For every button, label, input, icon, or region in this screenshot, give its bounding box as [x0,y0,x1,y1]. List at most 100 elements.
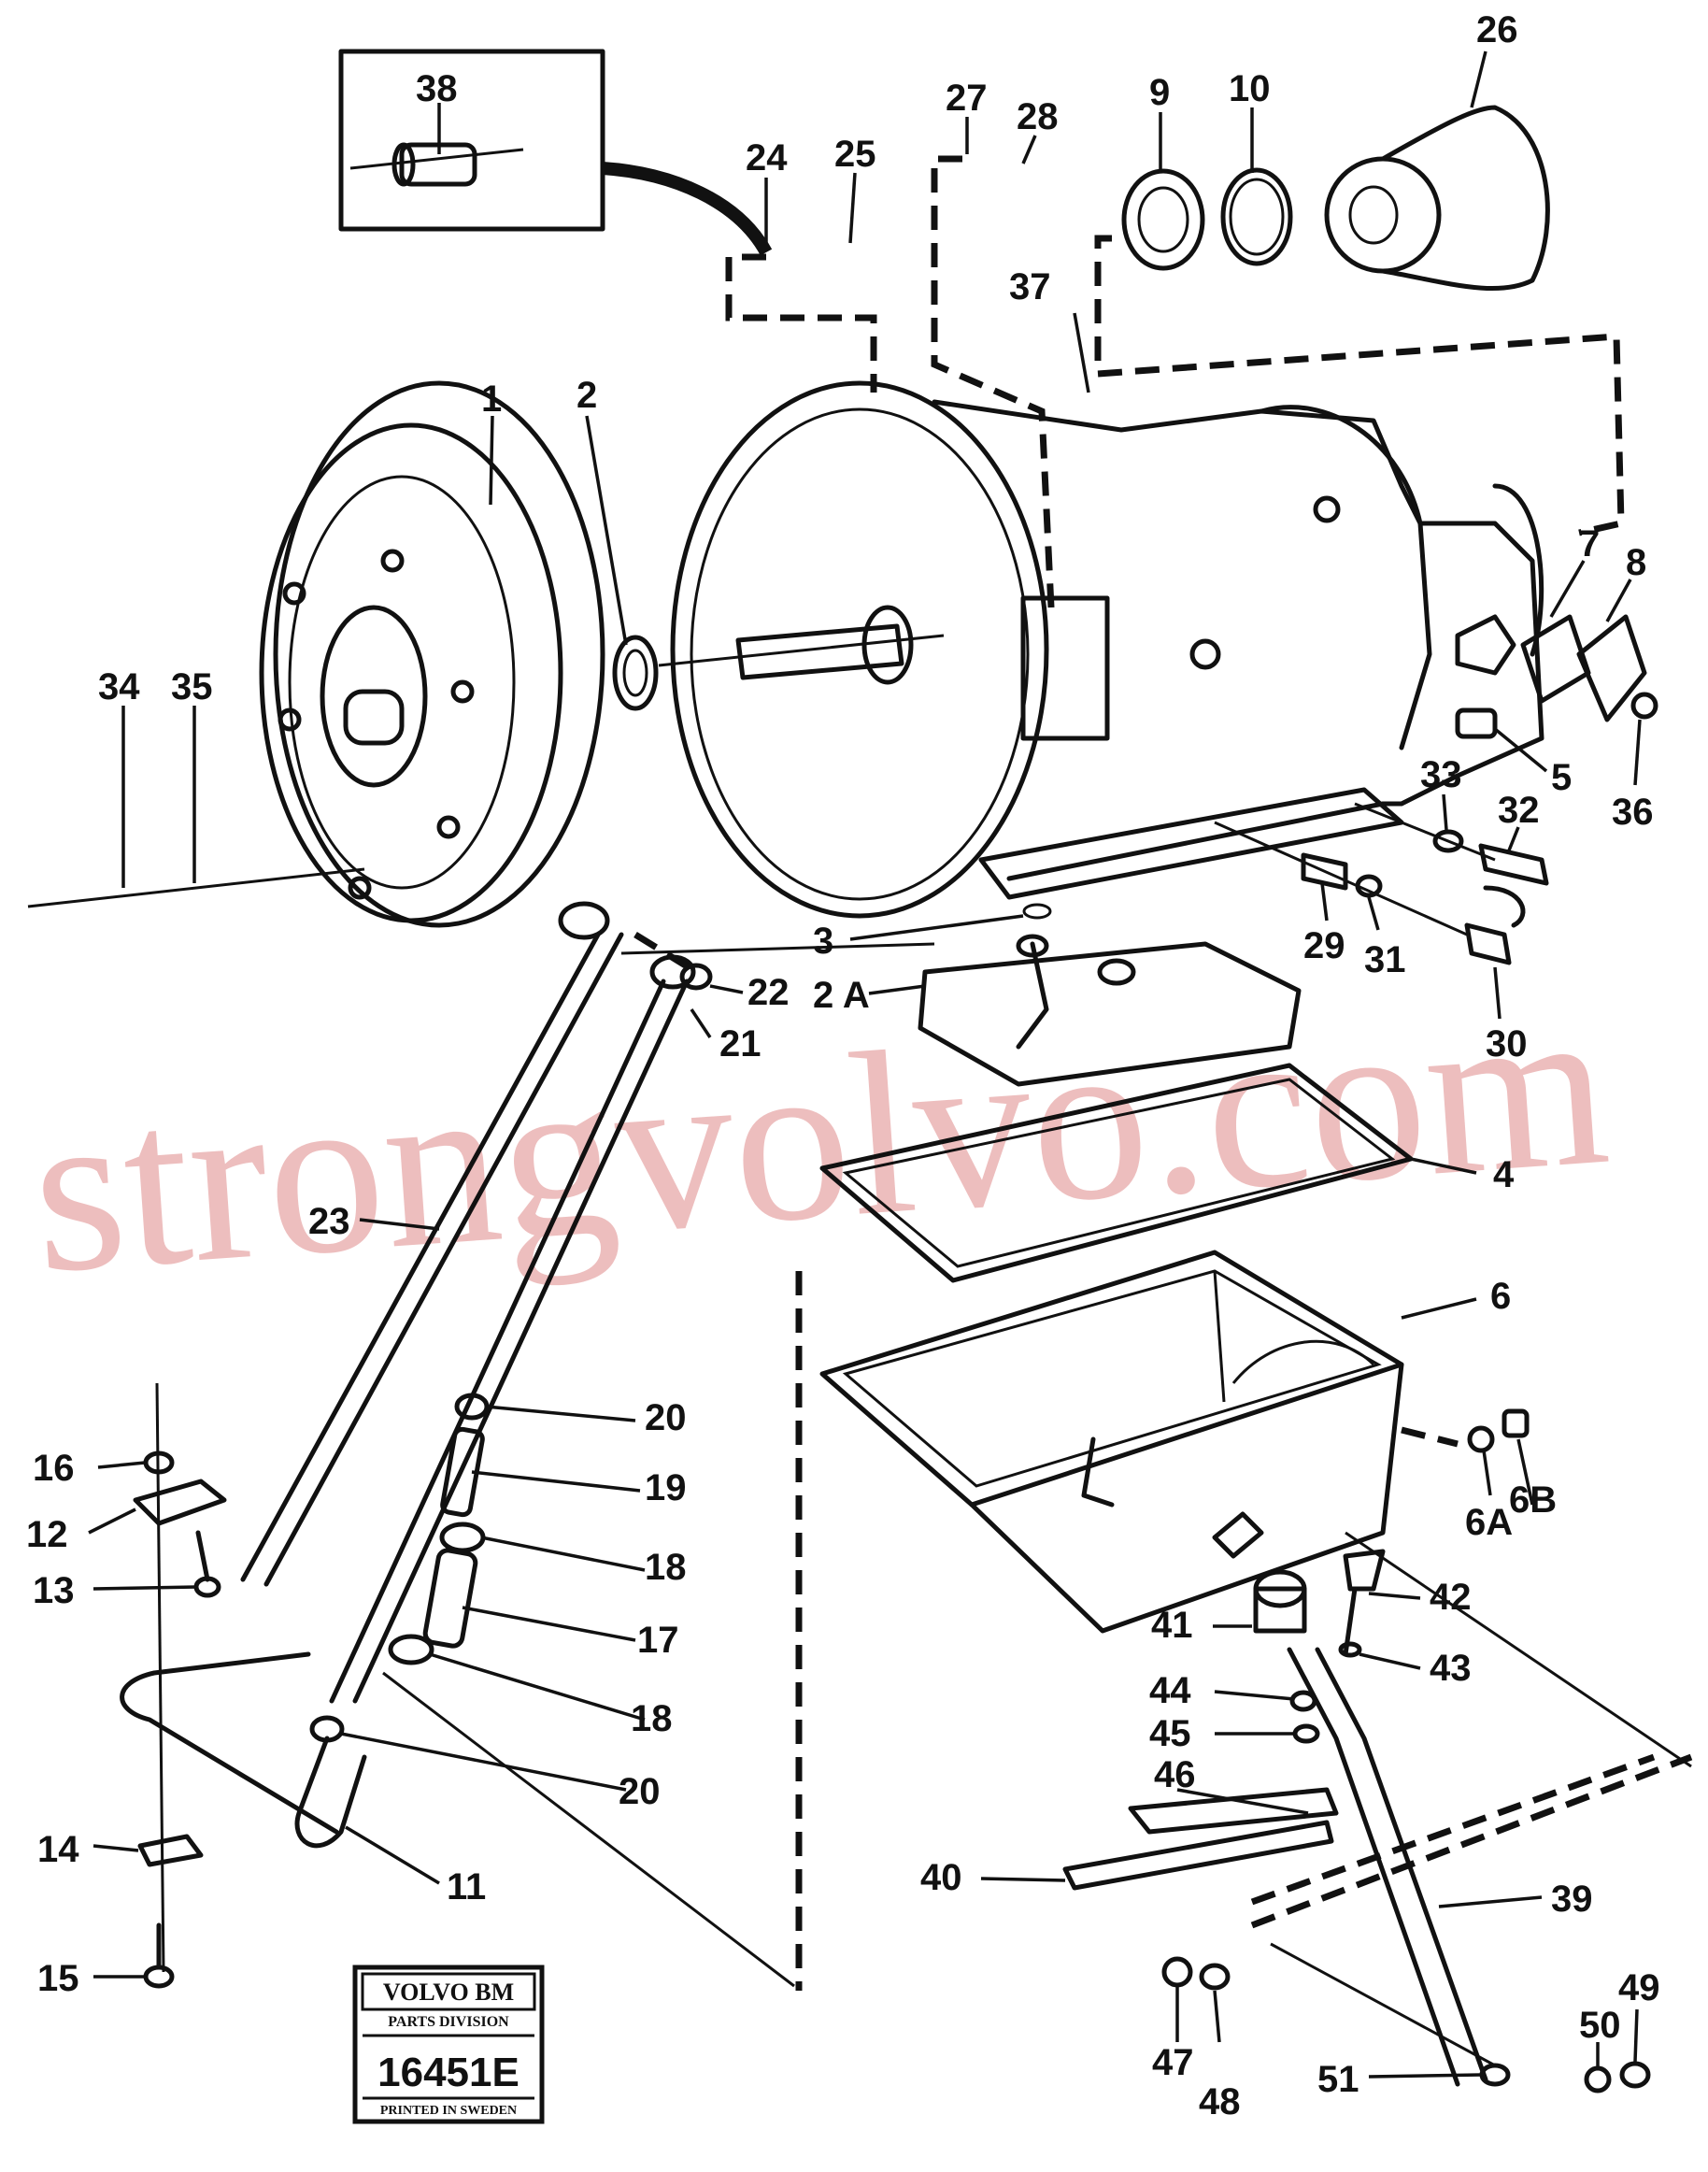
callout-43: 43 [1430,1648,1472,1689]
bolt-49 [1619,2061,1651,2089]
callout-10: 10 [1229,68,1271,109]
callout-51: 51 [1317,2059,1359,2100]
ring-43 [1338,1641,1362,1658]
fitting-29 [1301,852,1348,891]
seal-9 [1121,168,1205,271]
sensor-32 [1478,843,1549,886]
callout-11: 11 [447,1866,486,1908]
callout-47: 47 [1152,2042,1194,2083]
badge-printed: PRINTED IN SWEDEN [380,2104,517,2118]
callout-42: 42 [1430,1577,1472,1618]
torque-converter [259,380,605,928]
callout-41: 41 [1151,1605,1193,1646]
dipstick-tube-21 [329,954,713,1704]
clip-14 [137,1834,204,1867]
input-shaft [658,605,945,685]
bolt-13 [193,1530,221,1598]
callout-38: 38 [416,68,458,109]
oil-pan-6 [819,1250,1404,1634]
callout-2A: 2 A [813,975,870,1016]
callout-14: 14 [37,1829,79,1870]
cover-8 [1576,614,1658,722]
callout-20b: 20 [619,1771,661,1812]
callout-31: 31 [1364,939,1406,980]
callout-33: 33 [1420,754,1462,795]
callout-46: 46 [1154,1754,1196,1795]
badge-brand: VOLVO BM [383,1979,514,2006]
bolt-44 [1289,1690,1317,1712]
callout-6A: 6A [1465,1502,1513,1543]
callout-27: 27 [946,78,988,119]
bracket-12 [133,1479,227,1526]
filler-tube-39 [1287,1647,1488,2087]
hose-17 [422,1548,478,1649]
elbow-30 [1464,885,1526,965]
callout-15: 15 [37,1958,79,1999]
callout-35: 35 [171,666,213,707]
callout-9: 9 [1149,72,1170,113]
cap-41 [1253,1569,1307,1634]
bolt-15 [143,1922,175,1989]
callout-30: 30 [1486,1023,1528,1065]
callout-1: 1 [481,379,502,420]
callout-4: 4 [1493,1154,1515,1195]
filter-2A [918,903,1302,1087]
callout-13: 13 [33,1570,75,1611]
callout-37: 37 [1009,266,1051,307]
callout-8: 8 [1626,542,1646,583]
callout-28: 28 [1017,96,1059,137]
transmission-housing [670,380,1544,919]
callout-17: 17 [637,1620,679,1661]
callout-5: 5 [1551,757,1572,798]
oil-tube-11 [120,1651,367,1849]
callout-21: 21 [719,1023,761,1065]
callout-36: 36 [1612,792,1654,833]
ring-33 [1432,829,1464,853]
callout-18a: 18 [645,1547,687,1588]
badge-number: 16451E [377,2050,520,2095]
bolt-48 [1199,1963,1231,1991]
callout-6B: 6B [1509,1479,1557,1521]
callout-45: 45 [1149,1713,1191,1754]
callout-22: 22 [747,972,790,1013]
alignment-lines [27,867,1692,2067]
callout-25: 25 [834,134,876,175]
callout-7: 7 [1579,523,1600,564]
callout-18b: 18 [631,1698,673,1739]
callout-44: 44 [1149,1670,1191,1711]
callout-24: 24 [746,137,788,179]
callout-26: 26 [1476,9,1518,50]
inset-box-38 [338,49,773,256]
dipstick-42 [1343,1549,1386,1657]
callout-34: 34 [98,666,140,707]
washer-45 [1292,1723,1320,1744]
bracket-46 [1128,1787,1339,1835]
dipstick-tube-23 [240,901,624,1587]
leader-lines [88,50,1642,2079]
seal-ring-2 [612,635,659,711]
washer-6A [1467,1425,1495,1453]
callout-49: 49 [1618,1967,1660,2008]
ring-10 [1220,167,1293,266]
callout-16: 16 [33,1448,75,1489]
fitting-5 [1455,707,1498,739]
badge-division: PARTS DIVISION [388,2014,509,2030]
dashed-assembly-lines [633,155,1693,1991]
hose-19 [440,1426,485,1518]
clamp-18a [439,1522,486,1553]
washer-50 [1584,2065,1612,2093]
washer-47 [1161,1956,1193,1988]
cover-26 [1324,105,1550,292]
callout-20a: 20 [645,1397,687,1438]
plug-6B [1502,1408,1530,1438]
callout-19: 19 [645,1467,687,1508]
callout-39: 39 [1551,1879,1593,1920]
callout-32: 32 [1498,790,1540,831]
callout-40: 40 [920,1857,962,1898]
callout-3: 3 [813,921,833,962]
callout-6: 6 [1490,1276,1511,1317]
callout-29: 29 [1303,925,1345,966]
callout-12: 12 [26,1514,68,1555]
